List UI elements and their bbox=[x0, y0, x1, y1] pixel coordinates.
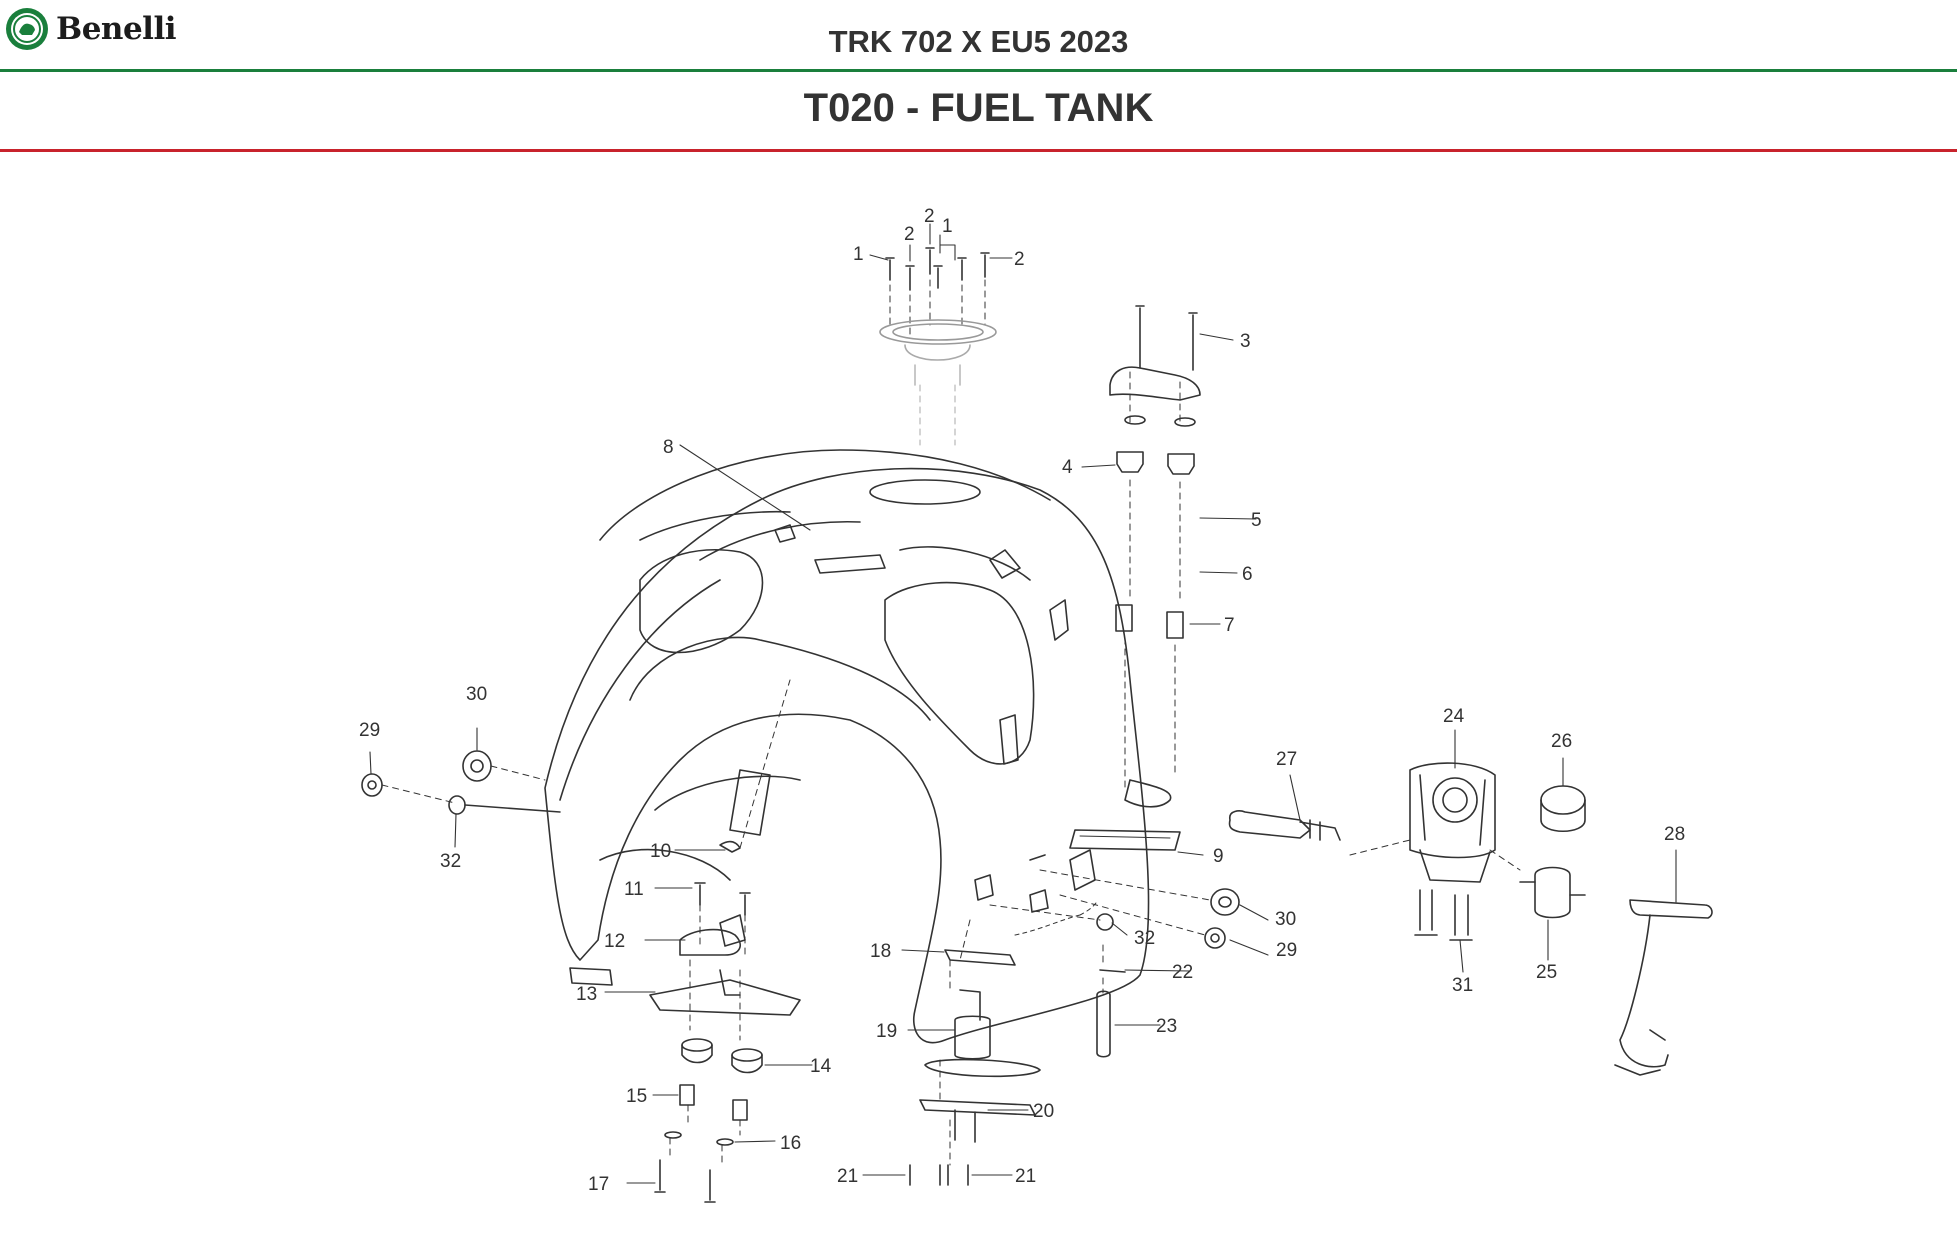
callout-32b: 32 bbox=[1134, 928, 1155, 949]
section-title: T020 - FUEL TANK bbox=[803, 86, 1154, 130]
callout-17: 17 bbox=[588, 1174, 609, 1195]
fuel-hose-27 bbox=[1228, 810, 1341, 841]
callout-30a: 30 bbox=[466, 684, 487, 705]
fuel-pump-assembly bbox=[909, 899, 1126, 1186]
callout-23: 23 bbox=[1156, 1016, 1177, 1037]
rear-mount-rubber-9 bbox=[1069, 829, 1181, 851]
callout-8: 8 bbox=[663, 437, 674, 458]
callout-20: 20 bbox=[1033, 1101, 1054, 1122]
callout-9: 9 bbox=[1213, 846, 1224, 867]
callout-24: 24 bbox=[1443, 706, 1465, 727]
filler-cap-screws bbox=[879, 247, 997, 446]
callout-30b: 30 bbox=[1275, 909, 1296, 930]
fuel-tank-part bbox=[544, 449, 1172, 1044]
callout-4: 4 bbox=[1062, 457, 1073, 478]
exploded-parts-diagram: 1 2 2 1 2 3 4 5 6 7 8 9 10 11 12 13 14 1… bbox=[359, 206, 1713, 1203]
red-divider bbox=[0, 149, 1957, 152]
callout-6: 6 bbox=[1242, 564, 1253, 585]
callout-19: 19 bbox=[876, 1021, 897, 1042]
hose-clamp-26 bbox=[1540, 785, 1586, 832]
green-divider bbox=[0, 69, 1957, 72]
benelli-lion-icon bbox=[6, 8, 48, 50]
callout-1b: 1 bbox=[942, 216, 953, 237]
callout-2b: 2 bbox=[924, 206, 935, 227]
callout-3: 3 bbox=[1240, 331, 1251, 352]
brand-logo: Benelli bbox=[4, 6, 177, 52]
model-title: TRK 702 X EU5 2023 bbox=[828, 24, 1129, 59]
right-rear-rubbers bbox=[989, 869, 1240, 949]
front-bracket-assembly bbox=[1109, 305, 1201, 789]
brand-name: Benelli bbox=[56, 11, 177, 47]
callout-31: 31 bbox=[1452, 975, 1473, 996]
callout-16: 16 bbox=[780, 1133, 801, 1154]
callout-10: 10 bbox=[650, 841, 671, 862]
callout-2c: 2 bbox=[1014, 249, 1025, 270]
callout-18: 18 bbox=[870, 941, 891, 962]
pump-module-24 bbox=[1349, 762, 1521, 941]
callout-5: 5 bbox=[1251, 510, 1262, 531]
callout-2a: 2 bbox=[904, 224, 915, 245]
callout-28: 28 bbox=[1664, 824, 1685, 845]
callout-14: 14 bbox=[810, 1056, 832, 1077]
callout-32a: 32 bbox=[440, 851, 461, 872]
leader-lines bbox=[369, 223, 1677, 1184]
callout-13: 13 bbox=[576, 984, 597, 1005]
fuel-pipe-28 bbox=[1614, 899, 1713, 1076]
fuel-filter-25 bbox=[1519, 866, 1586, 919]
callout-22: 22 bbox=[1172, 962, 1193, 983]
callout-11: 11 bbox=[624, 879, 644, 900]
callout-labels: 1 2 2 1 2 3 4 5 6 7 8 9 10 11 12 13 14 1… bbox=[359, 206, 1685, 1195]
page-header: Benelli TRK 702 X EU5 2023 T020 - FUEL T… bbox=[0, 0, 1957, 155]
callout-29a: 29 bbox=[359, 720, 380, 741]
left-mount-assembly bbox=[649, 679, 801, 1203]
callout-27: 27 bbox=[1276, 749, 1297, 770]
callout-21a: 21 bbox=[837, 1166, 858, 1187]
callout-26: 26 bbox=[1551, 731, 1572, 752]
callout-1a: 1 bbox=[853, 244, 864, 265]
callout-25: 25 bbox=[1536, 962, 1557, 983]
callout-15: 15 bbox=[626, 1086, 647, 1107]
callout-7: 7 bbox=[1224, 615, 1235, 636]
callout-12: 12 bbox=[604, 931, 625, 952]
callout-29b: 29 bbox=[1276, 940, 1297, 961]
left-front-rubbers bbox=[361, 750, 561, 815]
callout-21b: 21 bbox=[1015, 1166, 1036, 1187]
